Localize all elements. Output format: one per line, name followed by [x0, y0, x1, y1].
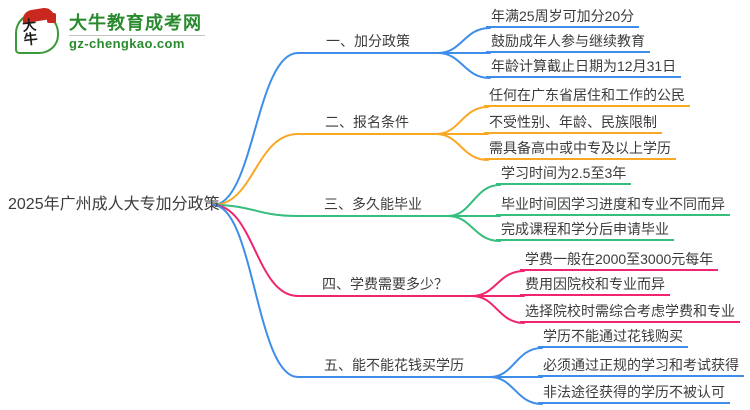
leaf-4-3: 选择院校时需综合考虑学费和专业 — [520, 302, 740, 323]
leaf-3-1: 学习时间为2.5至3年 — [496, 164, 632, 185]
leaf-5-1: 学历不能通过花钱购买 — [538, 327, 688, 348]
leaf-4-2: 费用因院校和专业而异 — [520, 275, 670, 296]
logo-bubble-icon: 大牛 — [14, 6, 60, 56]
leaf-1-3: 年龄计算截止日期为12月31日 — [486, 57, 682, 78]
leaf-1-2: 鼓励成年人参与继续教育 — [486, 32, 650, 53]
leaf-5-3: 非法途径获得的学历不被认可 — [538, 383, 730, 404]
leaf-5-2: 必须通过正规的学习和考试获得 — [538, 356, 744, 377]
branch-3-label: 三、多久能毕业 — [324, 196, 422, 212]
leaf-3-3: 完成课程和学分后申请毕业 — [496, 220, 674, 241]
logo-speech-bubble: 大牛 — [15, 6, 59, 54]
site-url: gz-chengkao.com — [69, 36, 185, 51]
root-topic: 2025年广州成人大专加分政策 — [8, 196, 220, 213]
branch-5-lines — [212, 204, 543, 405]
branch-4-lines — [212, 204, 525, 324]
site-logo: 大牛 大牛教育成考网 gz-chengkao.com — [14, 6, 205, 56]
logo-red-seal — [47, 13, 56, 23]
branch-2-label: 二、报名条件 — [325, 114, 409, 130]
leaf-2-3: 需具备高中或中专及以上学历 — [484, 139, 676, 160]
branch-3-lines — [212, 184, 501, 242]
branch-5-label: 五、能不能花钱买学历 — [324, 357, 464, 373]
leaf-3-2: 毕业时间因学习进度和专业不同而异 — [496, 195, 730, 216]
branch-2-lines — [212, 106, 489, 206]
leaf-2-2: 不受性别、年龄、民族限制 — [484, 113, 662, 134]
branch-1-label: 一、加分政策 — [326, 33, 410, 49]
site-name: 大牛教育成考网 — [69, 13, 202, 33]
branch-4-label: 四、学费需要多少？ — [322, 276, 448, 292]
leaf-1-1: 年满25周岁可加分20分 — [486, 7, 640, 28]
logo-text-block: 大牛教育成考网 gz-chengkao.com — [69, 13, 205, 51]
leaf-4-1: 学费一般在2000至3000元每年 — [520, 250, 719, 271]
leaf-2-1: 任何在广东省居住和工作的公民 — [484, 86, 690, 107]
logo-divider — [69, 35, 205, 36]
branch-1-lines — [212, 27, 491, 206]
